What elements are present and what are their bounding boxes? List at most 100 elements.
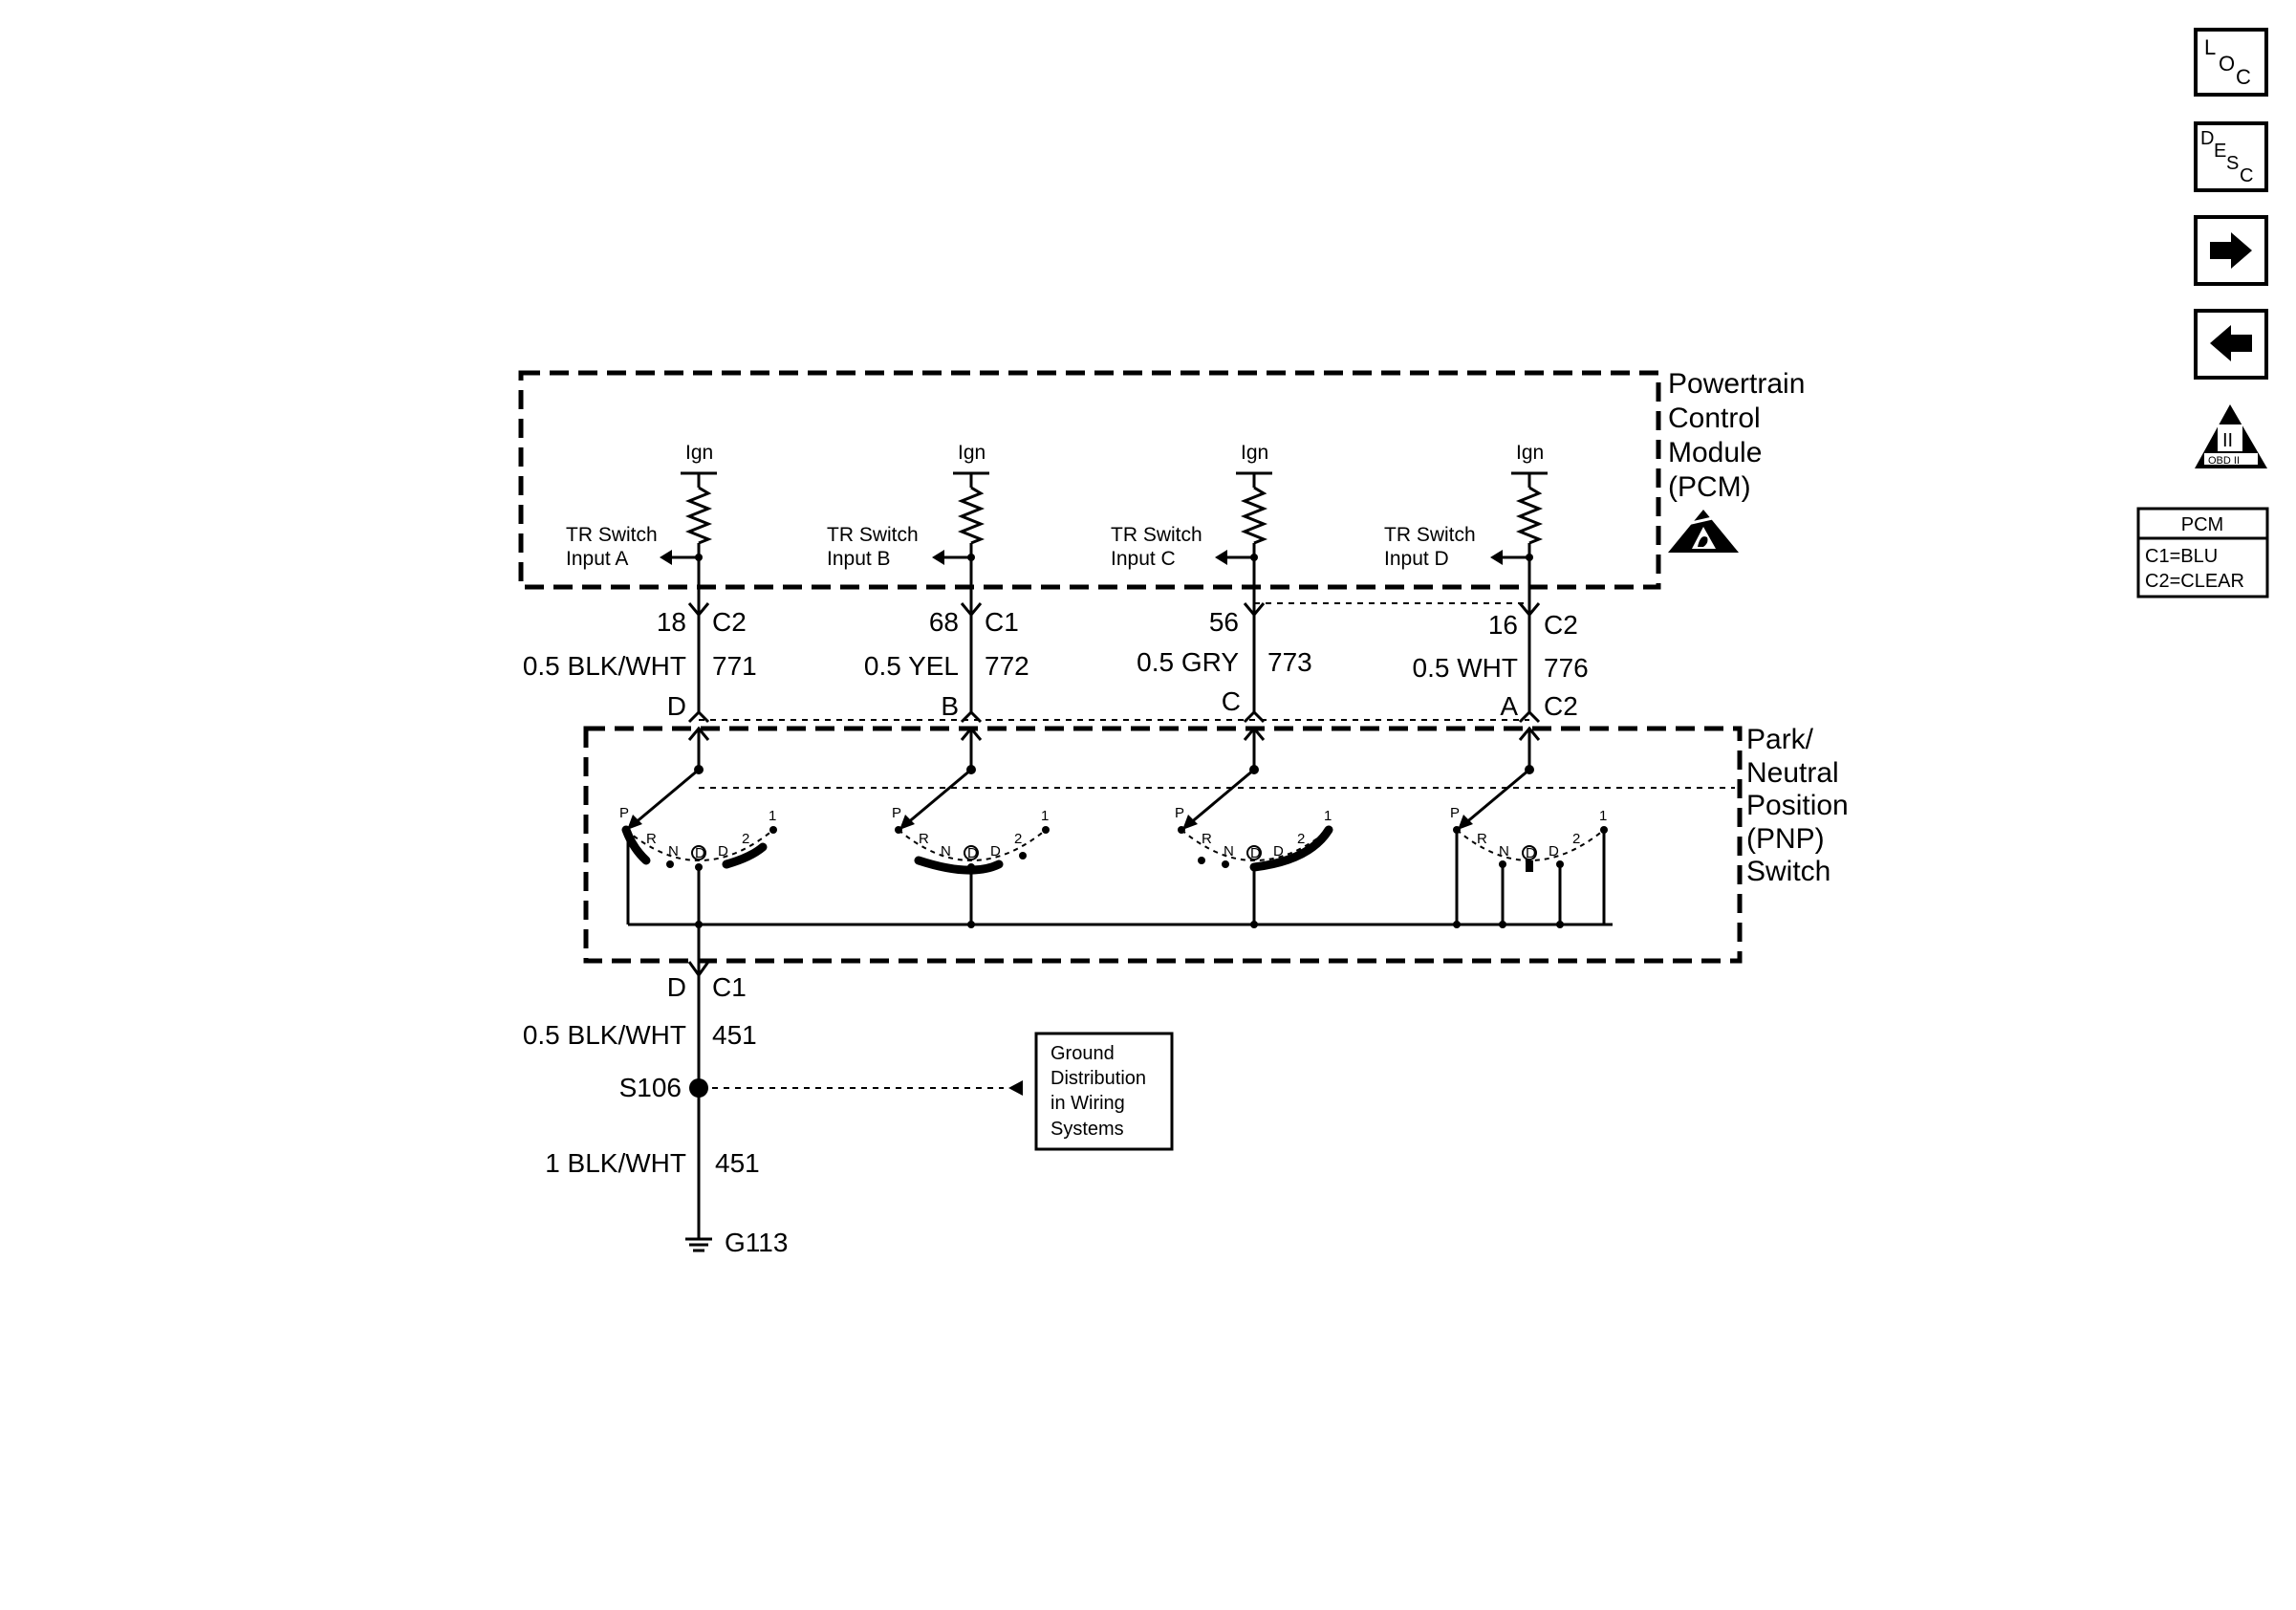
pnp-pos-label: 1 (1599, 808, 1607, 824)
ref-box-line: Systems (1051, 1119, 1124, 1140)
obd-label: OBD II (2208, 455, 2240, 467)
pnp-pos-label: P (619, 805, 629, 821)
tr-switch-input-c-line2: Input C (1111, 548, 1176, 570)
pnp-pos-label: P (1450, 805, 1460, 821)
ref-box-line: Ground (1051, 1043, 1115, 1064)
pcm-pin-number: 18 (657, 607, 686, 637)
pnp-pos-label: N (941, 843, 951, 859)
legend-line: C1=BLU (2145, 546, 2218, 567)
circuit-776: 16 C2 0.5 WHT 776 A C2 (1413, 587, 1589, 724)
pnp-switch-contact-a: P R N D D 2 1 (1450, 726, 1608, 928)
pnp-title-line-2: Neutral (1746, 757, 1839, 789)
pnp-pos-label: R (1202, 831, 1212, 847)
circuit-number: 776 (1544, 653, 1589, 683)
loc-letter: O (2219, 52, 2235, 76)
pnp-pos-label: P (1175, 805, 1184, 821)
ground-distribution-reference[interactable]: Ground Distribution in Wiring Systems (1034, 1032, 1174, 1151)
pcm-title-line-3: Module (1668, 437, 1762, 468)
pnp-switch-contact-b: P R N D D 2 1 (892, 726, 1050, 875)
pnp-title-line-4: (PNP) (1746, 823, 1825, 855)
pcm-module: Powertrain Control Module (PCM) (518, 368, 1805, 590)
pcm-title-line-4: (PCM) (1668, 471, 1751, 503)
tr-switch-input-a-line2: Input A (566, 548, 628, 570)
pnp-pos-label: R (1477, 831, 1487, 847)
pcm-input-d: Ign TR Switch Input D (1384, 442, 1548, 587)
circuit-772: 68 C1 0.5 YEL 772 B (864, 587, 1029, 724)
circuit-number: 773 (1267, 647, 1312, 677)
pnp-pos-label: 2 (1297, 831, 1305, 847)
pnp-pos-label: 2 (1572, 831, 1580, 847)
loc-letter: C (2236, 65, 2251, 89)
previous-page-button[interactable] (2194, 309, 2268, 380)
ground-circuit: D C1 0.5 BLK/WHT 451 S106 1 BLK/WHT 451 … (523, 961, 1174, 1257)
pcm-boundary (518, 370, 1661, 590)
pnp-pos-label: D (990, 843, 1001, 859)
next-page-button[interactable] (2194, 215, 2268, 286)
pcm-input-circuits: Ign TR Switch Input A Ign TR Switch Inpu… (566, 442, 1548, 587)
location-button[interactable]: L O C (2194, 28, 2268, 97)
pnp-pos-label: P (892, 805, 901, 821)
pcm-title-line-2: Control (1668, 402, 1761, 434)
ground-circuit-number: 451 (712, 1020, 757, 1050)
connector-color-legend: PCM C1=BLU C2=CLEAR (2136, 507, 2269, 598)
wire-color: 0.5 BLK/WHT (523, 651, 686, 681)
wire-color: 0.5 WHT (1413, 653, 1518, 683)
ground-wire-color: 1 BLK/WHT (545, 1148, 686, 1178)
arrow-right-icon (2210, 232, 2252, 269)
ign-label: Ign (1241, 442, 1268, 464)
tr-switch-input-b-line2: Input B (827, 548, 891, 570)
switch-connector-id: C2 (1544, 691, 1578, 721)
wire-color: 0.5 YEL (864, 651, 959, 681)
pnp-switch-contact-d: P R N D D 2 1 (619, 726, 777, 871)
pcm-input-b: Ign TR Switch Input B (827, 442, 989, 587)
pnp-pos-label: D (1250, 845, 1261, 861)
wire-color: 0.5 GRY (1137, 647, 1239, 677)
obd-roman: II (2222, 430, 2233, 451)
tr-switch-input-a-line1: TR Switch (566, 524, 658, 546)
circuit-771: 18 C2 0.5 BLK/WHT 771 D (523, 587, 757, 724)
obd-ii-button[interactable]: II OBD II (2195, 404, 2267, 468)
pnp-pos-label: 1 (769, 808, 776, 824)
pnp-pos-label: D (967, 845, 978, 861)
switch-pin-letter: C (1222, 686, 1241, 716)
pnp-switch-contact-c: P R N D D 2 1 (1175, 726, 1333, 872)
circuit-number: 771 (712, 651, 757, 681)
arrow-left-icon (2210, 325, 2252, 361)
ign-label: Ign (1516, 442, 1544, 464)
splice-label: S106 (619, 1073, 682, 1102)
ground-symbol-icon (685, 1226, 712, 1252)
pnp-boundary (583, 726, 1743, 964)
pnp-pos-label: 2 (742, 831, 749, 847)
pnp-pos-label: 2 (1014, 831, 1022, 847)
pnp-pos-label: D (1549, 843, 1559, 859)
ign-label: Ign (958, 442, 986, 464)
circuit-773: 56 0.5 GRY 773 C (1137, 587, 1312, 724)
pnp-pos-label: N (1224, 843, 1234, 859)
pnp-pos-label: 1 (1041, 808, 1049, 824)
loc-letter: L (2204, 35, 2216, 59)
pnp-pos-label: 1 (1324, 808, 1332, 824)
pnp-pos-label: D (1273, 843, 1284, 859)
pnp-pos-label: N (1499, 843, 1509, 859)
pnp-pos-label: D (718, 843, 728, 859)
tr-switch-input-d-line2: Input D (1384, 548, 1449, 570)
tr-switch-input-d-line1: TR Switch (1384, 524, 1476, 546)
circuit-number: 772 (985, 651, 1029, 681)
switch-connector-id: C1 (712, 972, 747, 1002)
desc-letter: E (2214, 141, 2226, 162)
pcm-pin-number: 16 (1488, 610, 1518, 640)
ref-box-line: Distribution (1051, 1068, 1146, 1089)
desc-letter: C (2240, 165, 2253, 186)
pnp-pos-label: R (919, 831, 929, 847)
pcm-title-line-1: Powertrain (1668, 368, 1805, 400)
pcm-pin-number: 56 (1209, 607, 1239, 637)
description-button[interactable]: D E S C (2194, 121, 2268, 192)
pnp-title-line-3: Position (1746, 790, 1849, 821)
circuit-wires: 18 C2 0.5 BLK/WHT 771 D 68 C1 0.5 YEL 77… (523, 587, 1589, 724)
legend-title: PCM (2181, 514, 2223, 535)
pcm-pin-number: 68 (929, 607, 959, 637)
tr-switch-input-b-line1: TR Switch (827, 524, 919, 546)
desc-letter: D (2200, 128, 2214, 149)
switch-pin-letter: D (667, 972, 686, 1002)
